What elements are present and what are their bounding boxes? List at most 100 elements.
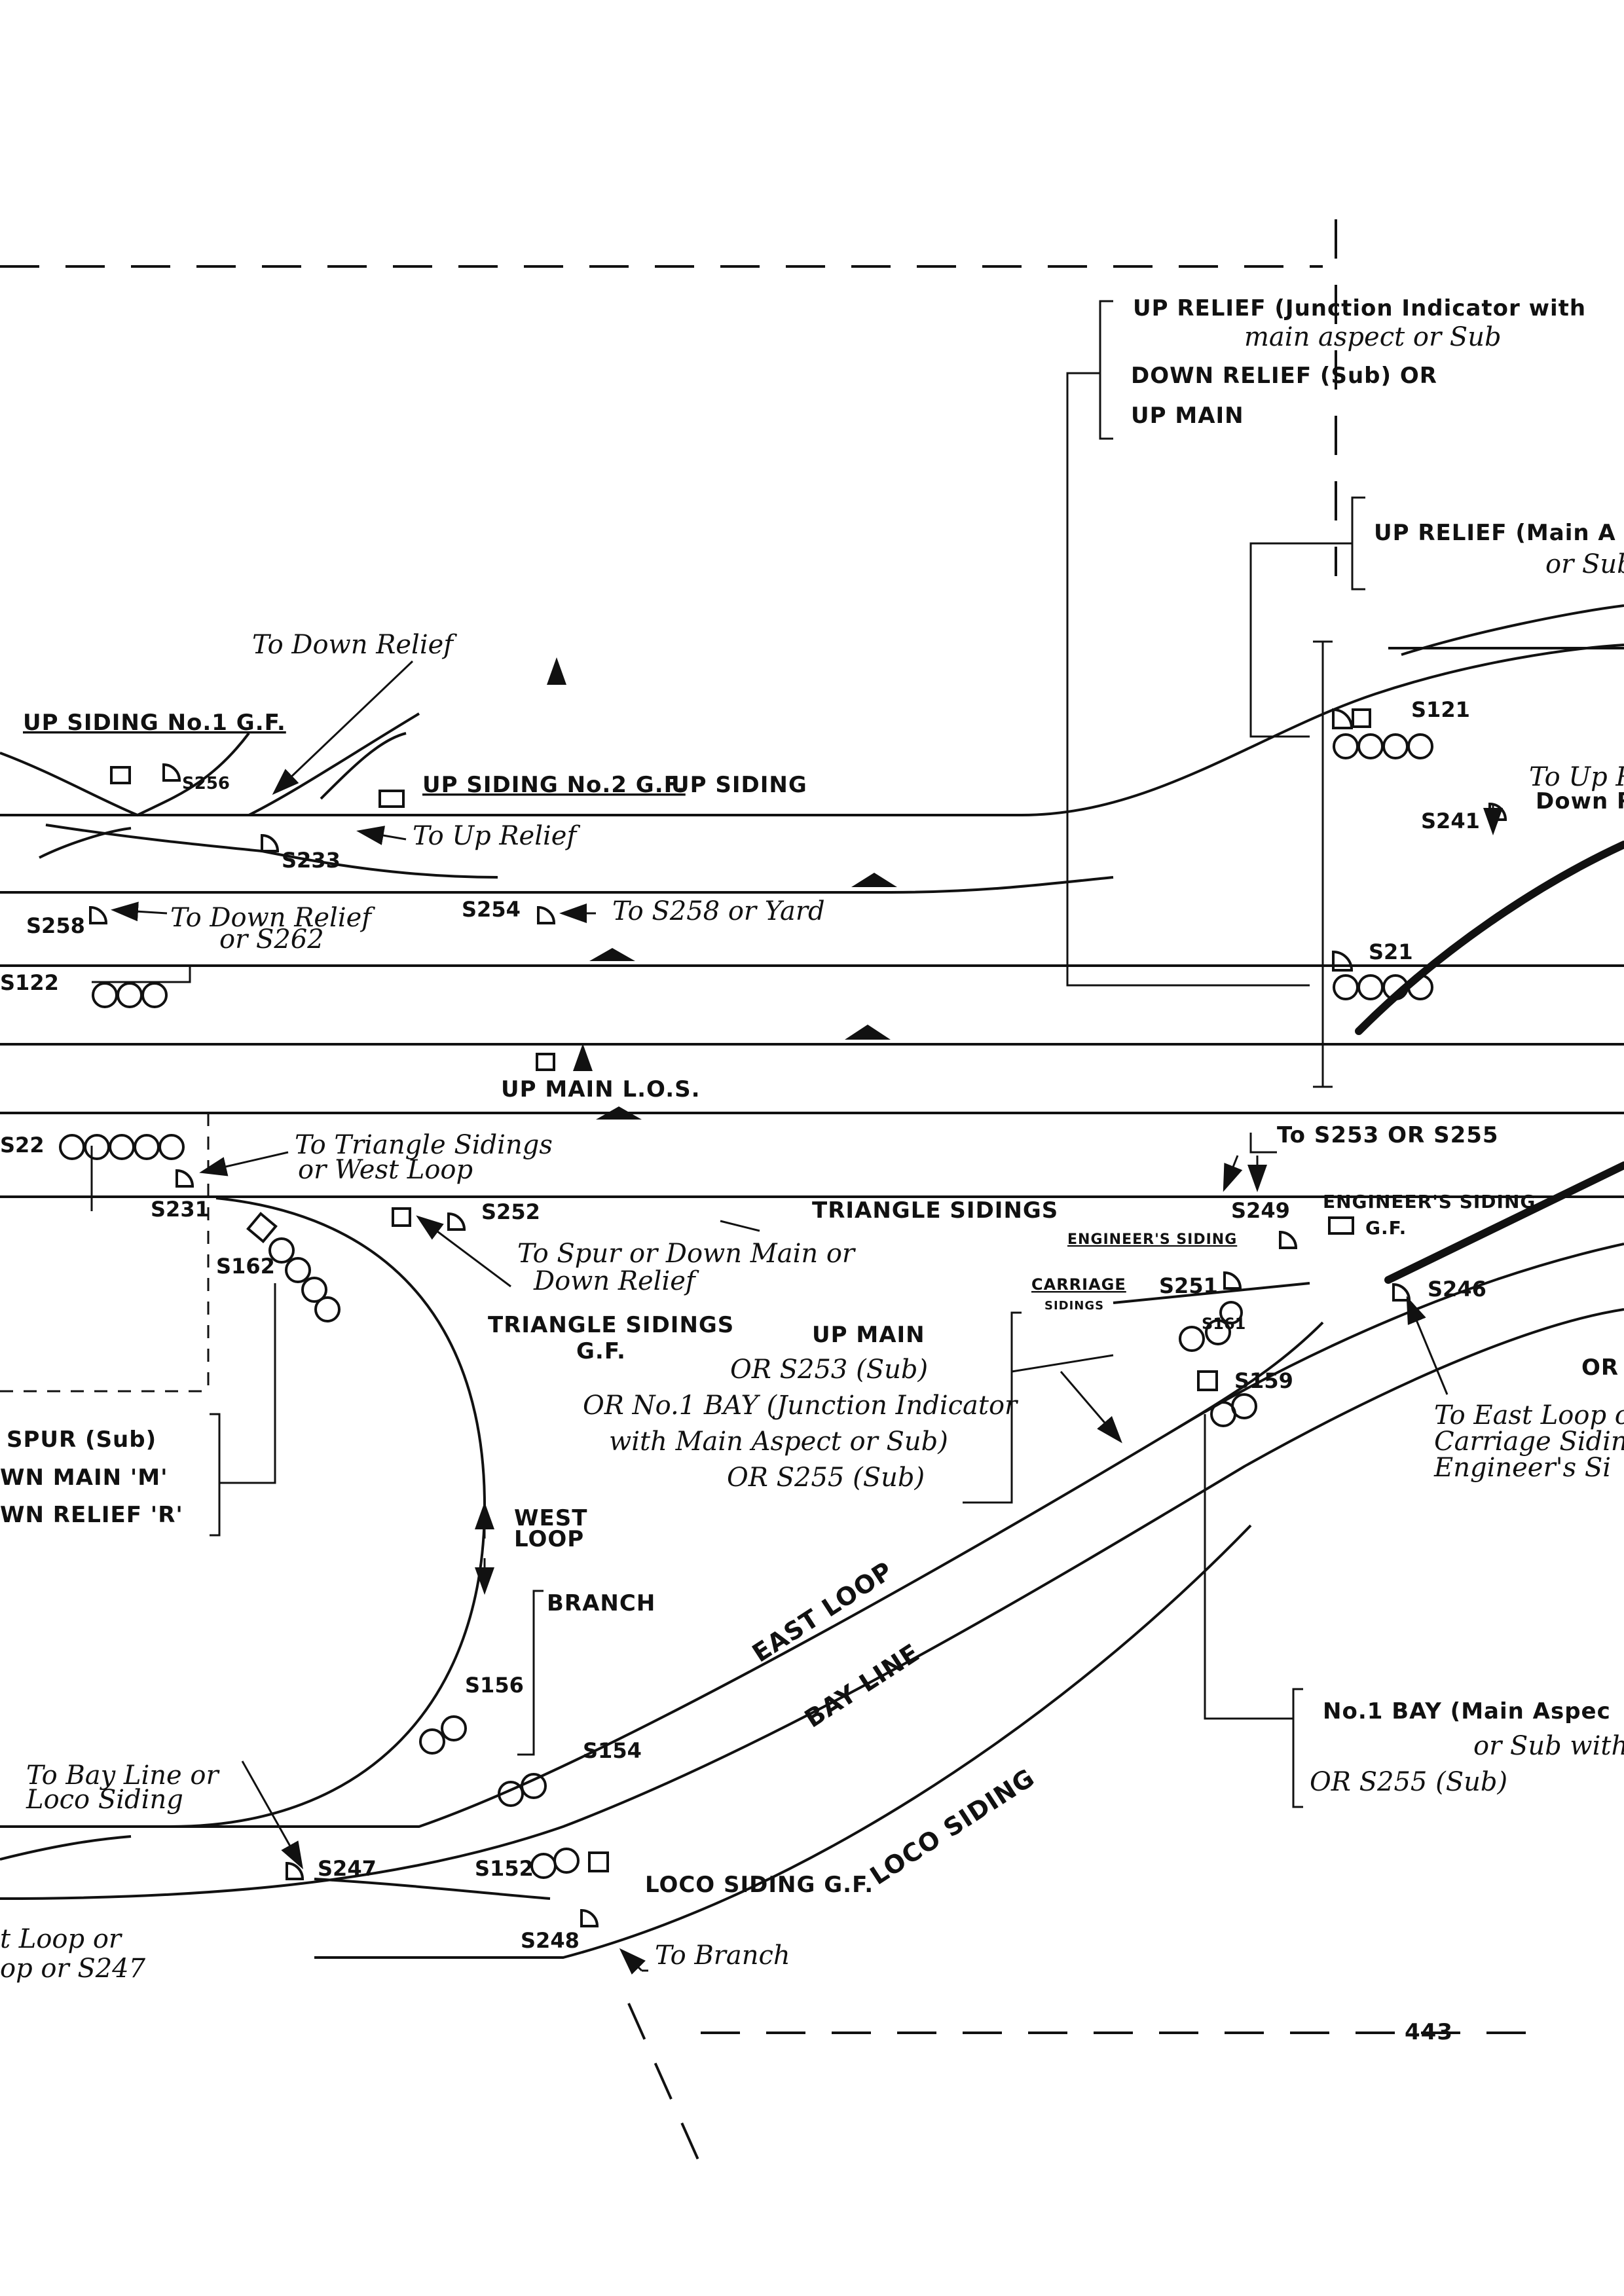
label-with-main-aspect: with Main Aspect or Sub) <box>609 1427 948 1457</box>
label-loco-siding: LOCO SIDING <box>865 1763 1040 1891</box>
label-or-sub-short: or Sub <box>1545 549 1624 579</box>
label-or-s253-sub: OR S253 (Sub) <box>730 1355 928 1385</box>
label-bay-line: BAY LINE <box>800 1638 925 1734</box>
signal-s21-heads <box>1332 950 1433 1000</box>
label-down-relief-sub-or: DOWN RELIEF (Sub) OR <box>1131 363 1437 389</box>
label-east-loop: EAST LOOP <box>747 1556 898 1668</box>
signal-s254: S254 <box>462 897 521 922</box>
signal-s154-heads <box>498 1773 547 1807</box>
label-to-s258-or-yard: To S258 or Yard <box>612 896 825 926</box>
signal-s256: S256 <box>182 774 230 793</box>
label-engineers-siding: ENGINEER'S SIDING <box>1067 1231 1237 1248</box>
signal-s252: S252 <box>481 1199 540 1224</box>
signal-s241: S241 <box>1421 809 1480 833</box>
label-or-no1-bay: OR No.1 BAY (Junction Indicator <box>583 1391 1019 1421</box>
label-carriage: CARRIAGE <box>1031 1275 1126 1294</box>
boundary-verticals <box>1313 640 1333 1088</box>
label-spur-sub: SPUR (Sub) <box>7 1427 157 1453</box>
signal-s152-heads <box>530 1848 609 1879</box>
label-up-siding-no2: UP SIDING No.2 G.F. <box>422 772 686 798</box>
signal-s246: S246 <box>1428 1277 1486 1302</box>
label-loco-siding-gf: LOCO SIDING G.F. <box>645 1872 874 1898</box>
label-or-right: OR <box>1581 1355 1619 1381</box>
signal-s162-heads <box>246 1212 341 1322</box>
shunt-signal-discs <box>89 763 1507 1927</box>
label-or-s255-sub-b: OR S255 (Sub) <box>1310 1767 1507 1797</box>
boundary-lines <box>0 219 1545 2181</box>
label-to-spur: To Spur or Down Main or <box>517 1239 857 1269</box>
label-sidings: SIDINGS <box>1044 1299 1104 1313</box>
signal-s159: S159 <box>1234 1368 1293 1393</box>
label-down-relief: Down Relief <box>533 1266 699 1296</box>
signal-s122: S122 <box>0 970 59 995</box>
label-to-east-loop: To East Loop o <box>1434 1400 1624 1430</box>
label-up-relief-junction: UP RELIEF (Junction Indicator with <box>1133 295 1586 321</box>
signal-s258: S258 <box>26 913 85 938</box>
label-down-relief-r: WN RELIEF 'R' <box>0 1502 183 1528</box>
label-branch: BRANCH <box>547 1590 655 1616</box>
signal-s21: S21 <box>1369 939 1413 964</box>
label-east-loop-or: t Loop or <box>0 1924 123 1954</box>
label-loop-or-s247: op or S247 <box>0 1954 146 1984</box>
signal-s247: S247 <box>318 1856 377 1881</box>
label-down-main-m: WN MAIN 'M' <box>0 1465 168 1491</box>
signal-s121: S121 <box>1411 697 1470 722</box>
label-engineers-siding-gf: ENGINEER'S SIDING <box>1323 1191 1536 1212</box>
page-number: 443 <box>1405 2019 1453 2045</box>
signal-s122-heads <box>92 982 168 1008</box>
label-to-bay-line: To Bay Line or <box>26 1760 221 1791</box>
signal-s156-heads <box>419 1715 467 1755</box>
label-main-aspect-or-sub: main aspect or Sub <box>1244 322 1502 352</box>
loop-tracks <box>0 1197 1624 1959</box>
main-tracks <box>0 604 1624 1284</box>
label-to-up-relief: To Up Relief <box>413 821 580 851</box>
label-west-loop-1: WEST <box>514 1505 587 1531</box>
label-or-s262: or S262 <box>219 924 324 955</box>
label-up-siding-no1: UP SIDING No.1 G.F. <box>23 710 286 736</box>
signal-s22: S22 <box>0 1133 45 1157</box>
label-loco-siding-hand: Loco Siding <box>26 1785 183 1815</box>
label-no1-bay-main: No.1 BAY (Main Aspec <box>1323 1698 1611 1724</box>
label-gf: G.F. <box>1365 1217 1407 1239</box>
catch-points <box>589 873 897 1120</box>
signal-s152: S152 <box>475 1856 534 1881</box>
label-up-siding: UP SIDING <box>671 772 807 798</box>
label-to-s253-or-s255: To S253 OR S255 <box>1277 1122 1499 1148</box>
label-to-down-relief-top: To Down Relief <box>252 630 457 660</box>
label-triangle-gf: G.F. <box>576 1338 626 1364</box>
signal-s251: S251 <box>1159 1273 1218 1298</box>
label-to-triangle-sidings: To Triangle Sidings <box>295 1130 553 1160</box>
signal-s159-heads <box>1197 1370 1257 1427</box>
signal-s161: S161 <box>1202 1315 1246 1333</box>
signal-s162: S162 <box>216 1254 275 1279</box>
signal-s248: S248 <box>521 1928 580 1953</box>
signal-s231: S231 <box>151 1197 210 1222</box>
label-up-main: UP MAIN <box>1131 403 1244 429</box>
signal-s156: S156 <box>465 1673 524 1698</box>
label-triangle-sidings-gf: TRIANGLE SIDINGS <box>488 1312 734 1338</box>
signal-s249: S249 <box>1231 1198 1290 1223</box>
signal-s154: S154 <box>583 1738 642 1763</box>
ground-frame-boxes <box>110 766 1354 1235</box>
signal-s233: S233 <box>282 848 341 873</box>
label-or-west-loop: or West Loop <box>298 1155 473 1185</box>
label-or-sub-with: or Sub with <box>1473 1731 1624 1761</box>
signal-s121-heads <box>1332 708 1433 759</box>
signal-s22-heads <box>59 1134 185 1160</box>
label-to-down-relief-or: To Down Relief <box>170 903 375 933</box>
label-up-main-or: UP MAIN <box>812 1322 925 1348</box>
label-carriage-sidin: Carriage Sidin <box>1434 1427 1624 1457</box>
label-up-main-los: UP MAIN L.O.S. <box>501 1076 701 1102</box>
leader-lines <box>90 300 1503 1975</box>
label-engineers-si: Engineer's Si <box>1433 1453 1611 1483</box>
label-or-s255-sub: OR S255 (Sub) <box>727 1463 925 1493</box>
label-down-r: Down R <box>1536 788 1624 814</box>
label-up-relief-main: UP RELIEF (Main A <box>1374 520 1616 546</box>
label-to-branch: To Branch <box>655 1941 790 1971</box>
label-west-loop-2: LOOP <box>514 1526 584 1552</box>
label-to-up-r: To Up R <box>1529 762 1624 792</box>
signal-s161-heads <box>1179 1301 1243 1352</box>
label-triangle-sidings: TRIANGLE SIDINGS <box>812 1197 1058 1224</box>
signal-symbols <box>59 708 1507 1927</box>
